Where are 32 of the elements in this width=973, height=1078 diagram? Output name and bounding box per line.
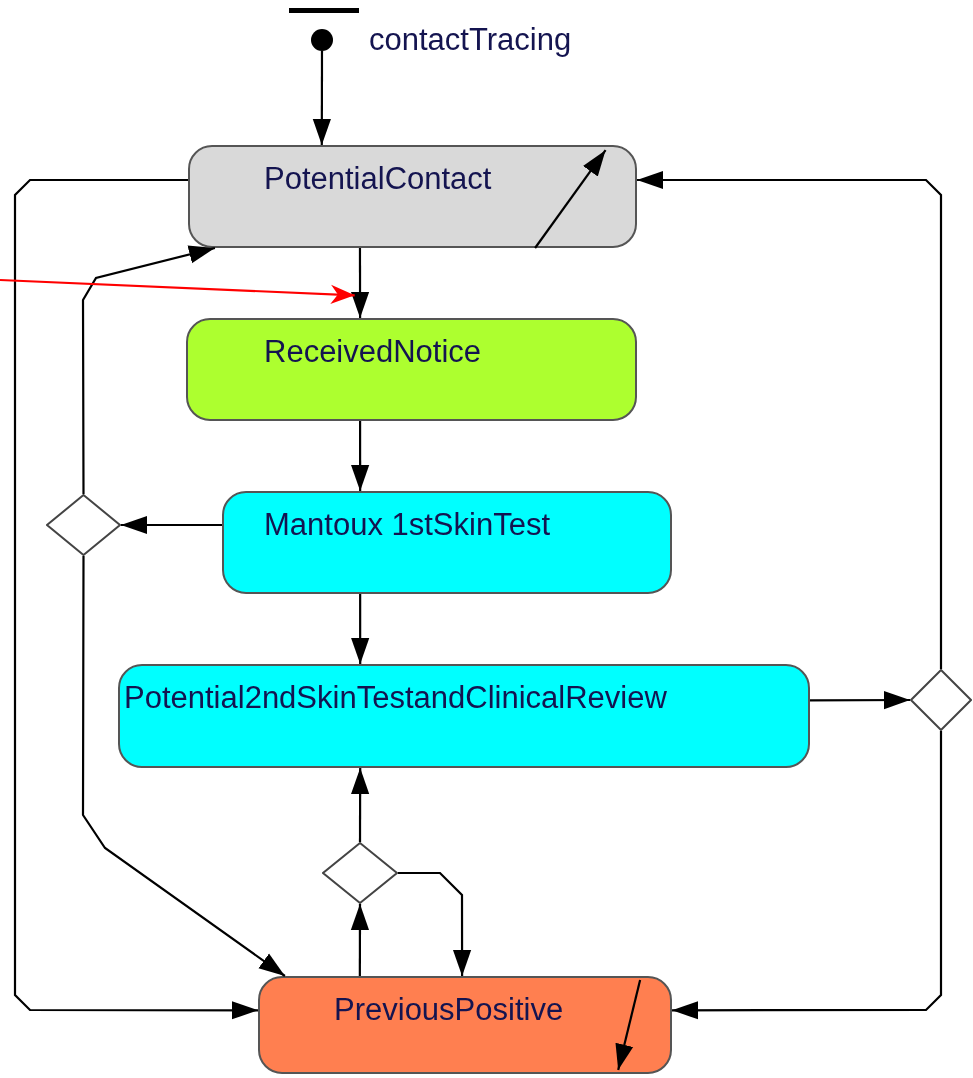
transition-arrow xyxy=(350,248,370,318)
transition-arrow xyxy=(351,594,370,664)
decision-diamond xyxy=(322,842,398,904)
transition-arrow xyxy=(350,904,370,976)
transition-arrow xyxy=(534,149,607,249)
decision-diamond xyxy=(46,494,121,556)
state-box xyxy=(186,318,637,421)
transition-arrow xyxy=(351,768,370,842)
state-box xyxy=(118,664,810,768)
transition-arrow xyxy=(637,170,943,669)
transition-arrow xyxy=(672,731,943,1020)
transition-arrow xyxy=(81,556,286,977)
state-box xyxy=(188,145,637,248)
state-name: PotentialContact xyxy=(264,163,492,194)
state-name: Mantoux 1stSkinTest xyxy=(264,509,551,540)
state-name: Potential2ndSkinTestandClinicalReview xyxy=(124,682,667,713)
state-name: ReceivedNotice xyxy=(264,336,482,367)
transition-arrow xyxy=(810,691,910,710)
annotation-arrow xyxy=(0,278,355,304)
state-machine-name: contactTracing xyxy=(369,24,572,55)
transition-arrow xyxy=(81,245,216,494)
decision-diamond xyxy=(910,669,972,731)
initial-state-dot xyxy=(311,29,333,51)
state-box xyxy=(222,491,672,594)
state-box xyxy=(258,976,672,1074)
state-name: PreviousPositive xyxy=(334,994,564,1025)
transition-arrow xyxy=(615,979,642,1071)
transition-arrow xyxy=(312,51,331,145)
transition-arrow xyxy=(398,871,472,976)
transition-arrow xyxy=(13,178,258,1020)
transition-arrow xyxy=(121,515,222,535)
transition-arrow xyxy=(351,421,370,491)
